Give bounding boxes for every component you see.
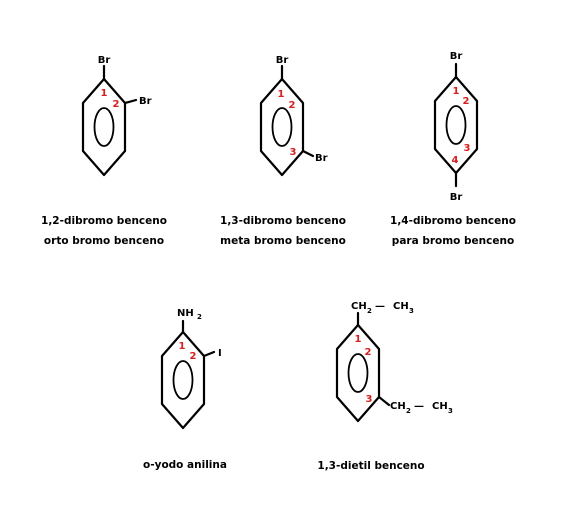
caption-line-1: 1,3-dietil benceno (317, 460, 424, 472)
position-number-1: 1 (101, 88, 108, 99)
atom-label-right-ch3-subscript: 3 (448, 407, 453, 415)
atom-label-bottom: Br (450, 192, 463, 203)
atom-label-top: Br (276, 55, 289, 66)
caption-line-2: para bromo benceno (392, 235, 514, 247)
caption-line-2: orto bromo benceno (44, 235, 164, 247)
atom-label-c3: Br (315, 153, 328, 164)
caption-line-1: 1,2-dibromo benceno (41, 215, 167, 227)
aromatic-circle (445, 105, 467, 145)
atom-label-top-ch3-subscript: 3 (409, 307, 414, 315)
c3-substituent-bond (377, 395, 391, 407)
position-number-4: 4 (452, 155, 459, 166)
atom-label-top-ch2-subscript: 2 (367, 307, 372, 315)
atom-label-top-ch3: CH (393, 301, 409, 312)
caption-line-1: 1,3-dibromo benceno (220, 215, 346, 227)
atom-label-c2: I (218, 348, 222, 359)
molecule-1-4-dibromo-benceno: Br Br 1 2 3 4 1,4-dibromo benceno para b… (390, 51, 516, 247)
molecule-1-3-dibromo-benceno: Br Br 1 2 3 1,3-dibromo benceno meta bro… (220, 55, 346, 247)
molecule-1-3-dietil-benceno: CH 2 — CH 3 CH 2 — CH 3 1 2 3 1,3-dietil… (317, 301, 453, 472)
atom-label-right-ch2-subscript: 2 (406, 407, 411, 415)
c3-substituent-bond (301, 149, 315, 158)
benzene-ring-bonds (259, 77, 305, 177)
atom-label-nh-subscript: 2 (197, 313, 202, 321)
molecule-1-2-dibromo-benceno: Br Br 1 2 1,2-dibromo benceno orto bromo… (41, 55, 167, 247)
benzene-ring-bonds (335, 323, 381, 423)
aromatic-circle (172, 360, 194, 400)
atom-label-c2: Br (139, 96, 152, 107)
position-number-1: 1 (355, 334, 362, 345)
atom-label-right-ch3: CH (432, 401, 448, 412)
atom-label-top: Br (98, 55, 111, 66)
position-number-2: 2 (289, 100, 296, 111)
bond-dash-right: — (414, 401, 424, 412)
bond-dash-top: — (375, 301, 385, 312)
atom-label-top: Br (450, 51, 463, 62)
c2-substituent-bond (123, 98, 138, 105)
aromatic-circle (93, 107, 115, 147)
position-number-2: 2 (365, 347, 372, 358)
position-number-2: 2 (113, 99, 120, 110)
position-number-3: 3 (290, 147, 297, 158)
atom-label-right-ch2: CH (390, 401, 406, 412)
position-number-2: 2 (463, 96, 470, 107)
position-number-1: 1 (453, 86, 460, 97)
caption-line-1: o-yodo anilina (143, 459, 227, 471)
caption-line-1: 1,4-dibromo benceno (390, 215, 516, 227)
position-number-2: 2 (190, 351, 197, 362)
position-number-1: 1 (179, 341, 186, 352)
c2-substituent-bond (202, 350, 216, 358)
molecule-o-yodo-anilina: NH 2 I 1 2 o-yodo anilina (143, 308, 227, 471)
atom-label-top-ch2: CH (351, 301, 367, 312)
aromatic-circle (347, 353, 369, 393)
position-number-3: 3 (366, 394, 373, 405)
aromatic-circle (271, 107, 293, 147)
position-number-3: 3 (464, 143, 471, 154)
position-number-1: 1 (278, 89, 285, 100)
atom-label-nh: NH (177, 308, 194, 319)
caption-line-2: meta bromo benceno (220, 235, 346, 247)
